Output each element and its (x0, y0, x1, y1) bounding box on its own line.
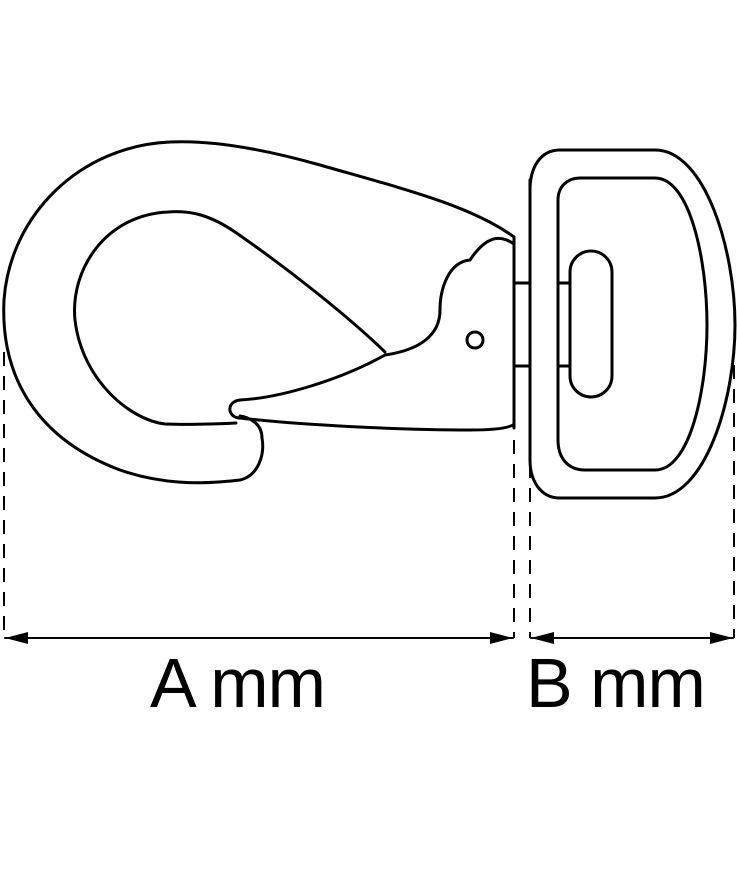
arrow-b-right-icon (710, 632, 733, 644)
dimension-label-b: B mm (526, 644, 706, 722)
hook-inner-eye (73, 210, 387, 426)
d-ring-inner (556, 176, 709, 472)
dimension-label-a: A mm (150, 644, 326, 722)
d-ring-outer (528, 148, 737, 500)
hook-gate (228, 237, 516, 432)
gate-pivot-hole (465, 330, 485, 350)
hook-outer-outline (2, 140, 516, 485)
d-ring-slot (568, 249, 614, 399)
arrow-a-left-icon (5, 632, 28, 644)
arrow-a-right-icon (490, 632, 513, 644)
arrow-b-left-icon (531, 632, 554, 644)
